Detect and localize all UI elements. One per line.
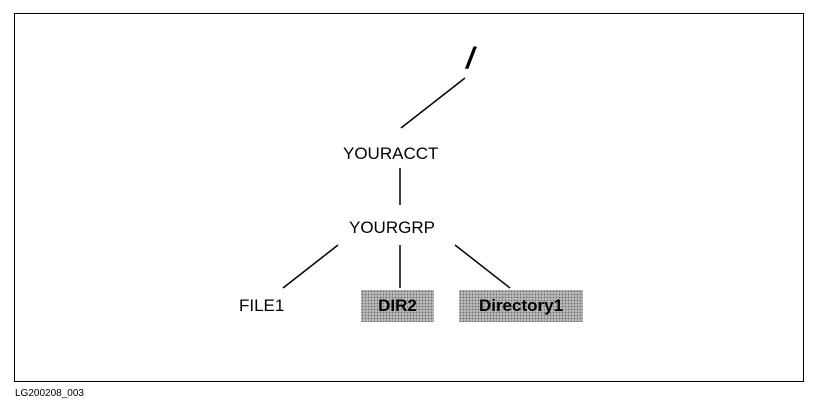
diagram-frame <box>14 13 804 382</box>
directory-node-directory1: Directory1 <box>459 290 583 322</box>
figure-id-caption: LG200208_003 <box>15 388 84 399</box>
root-node: / <box>466 42 475 75</box>
edge-yourgrp-directory1 <box>454 244 511 289</box>
group-node: YOURGRP <box>349 218 435 237</box>
account-node: YOURACCT <box>343 144 439 163</box>
directory-node-dir2: DIR2 <box>361 290 434 322</box>
file-node: FILE1 <box>239 296 285 315</box>
edge-yourgrp-file1 <box>282 244 339 289</box>
edge-root-youracct <box>400 77 466 129</box>
